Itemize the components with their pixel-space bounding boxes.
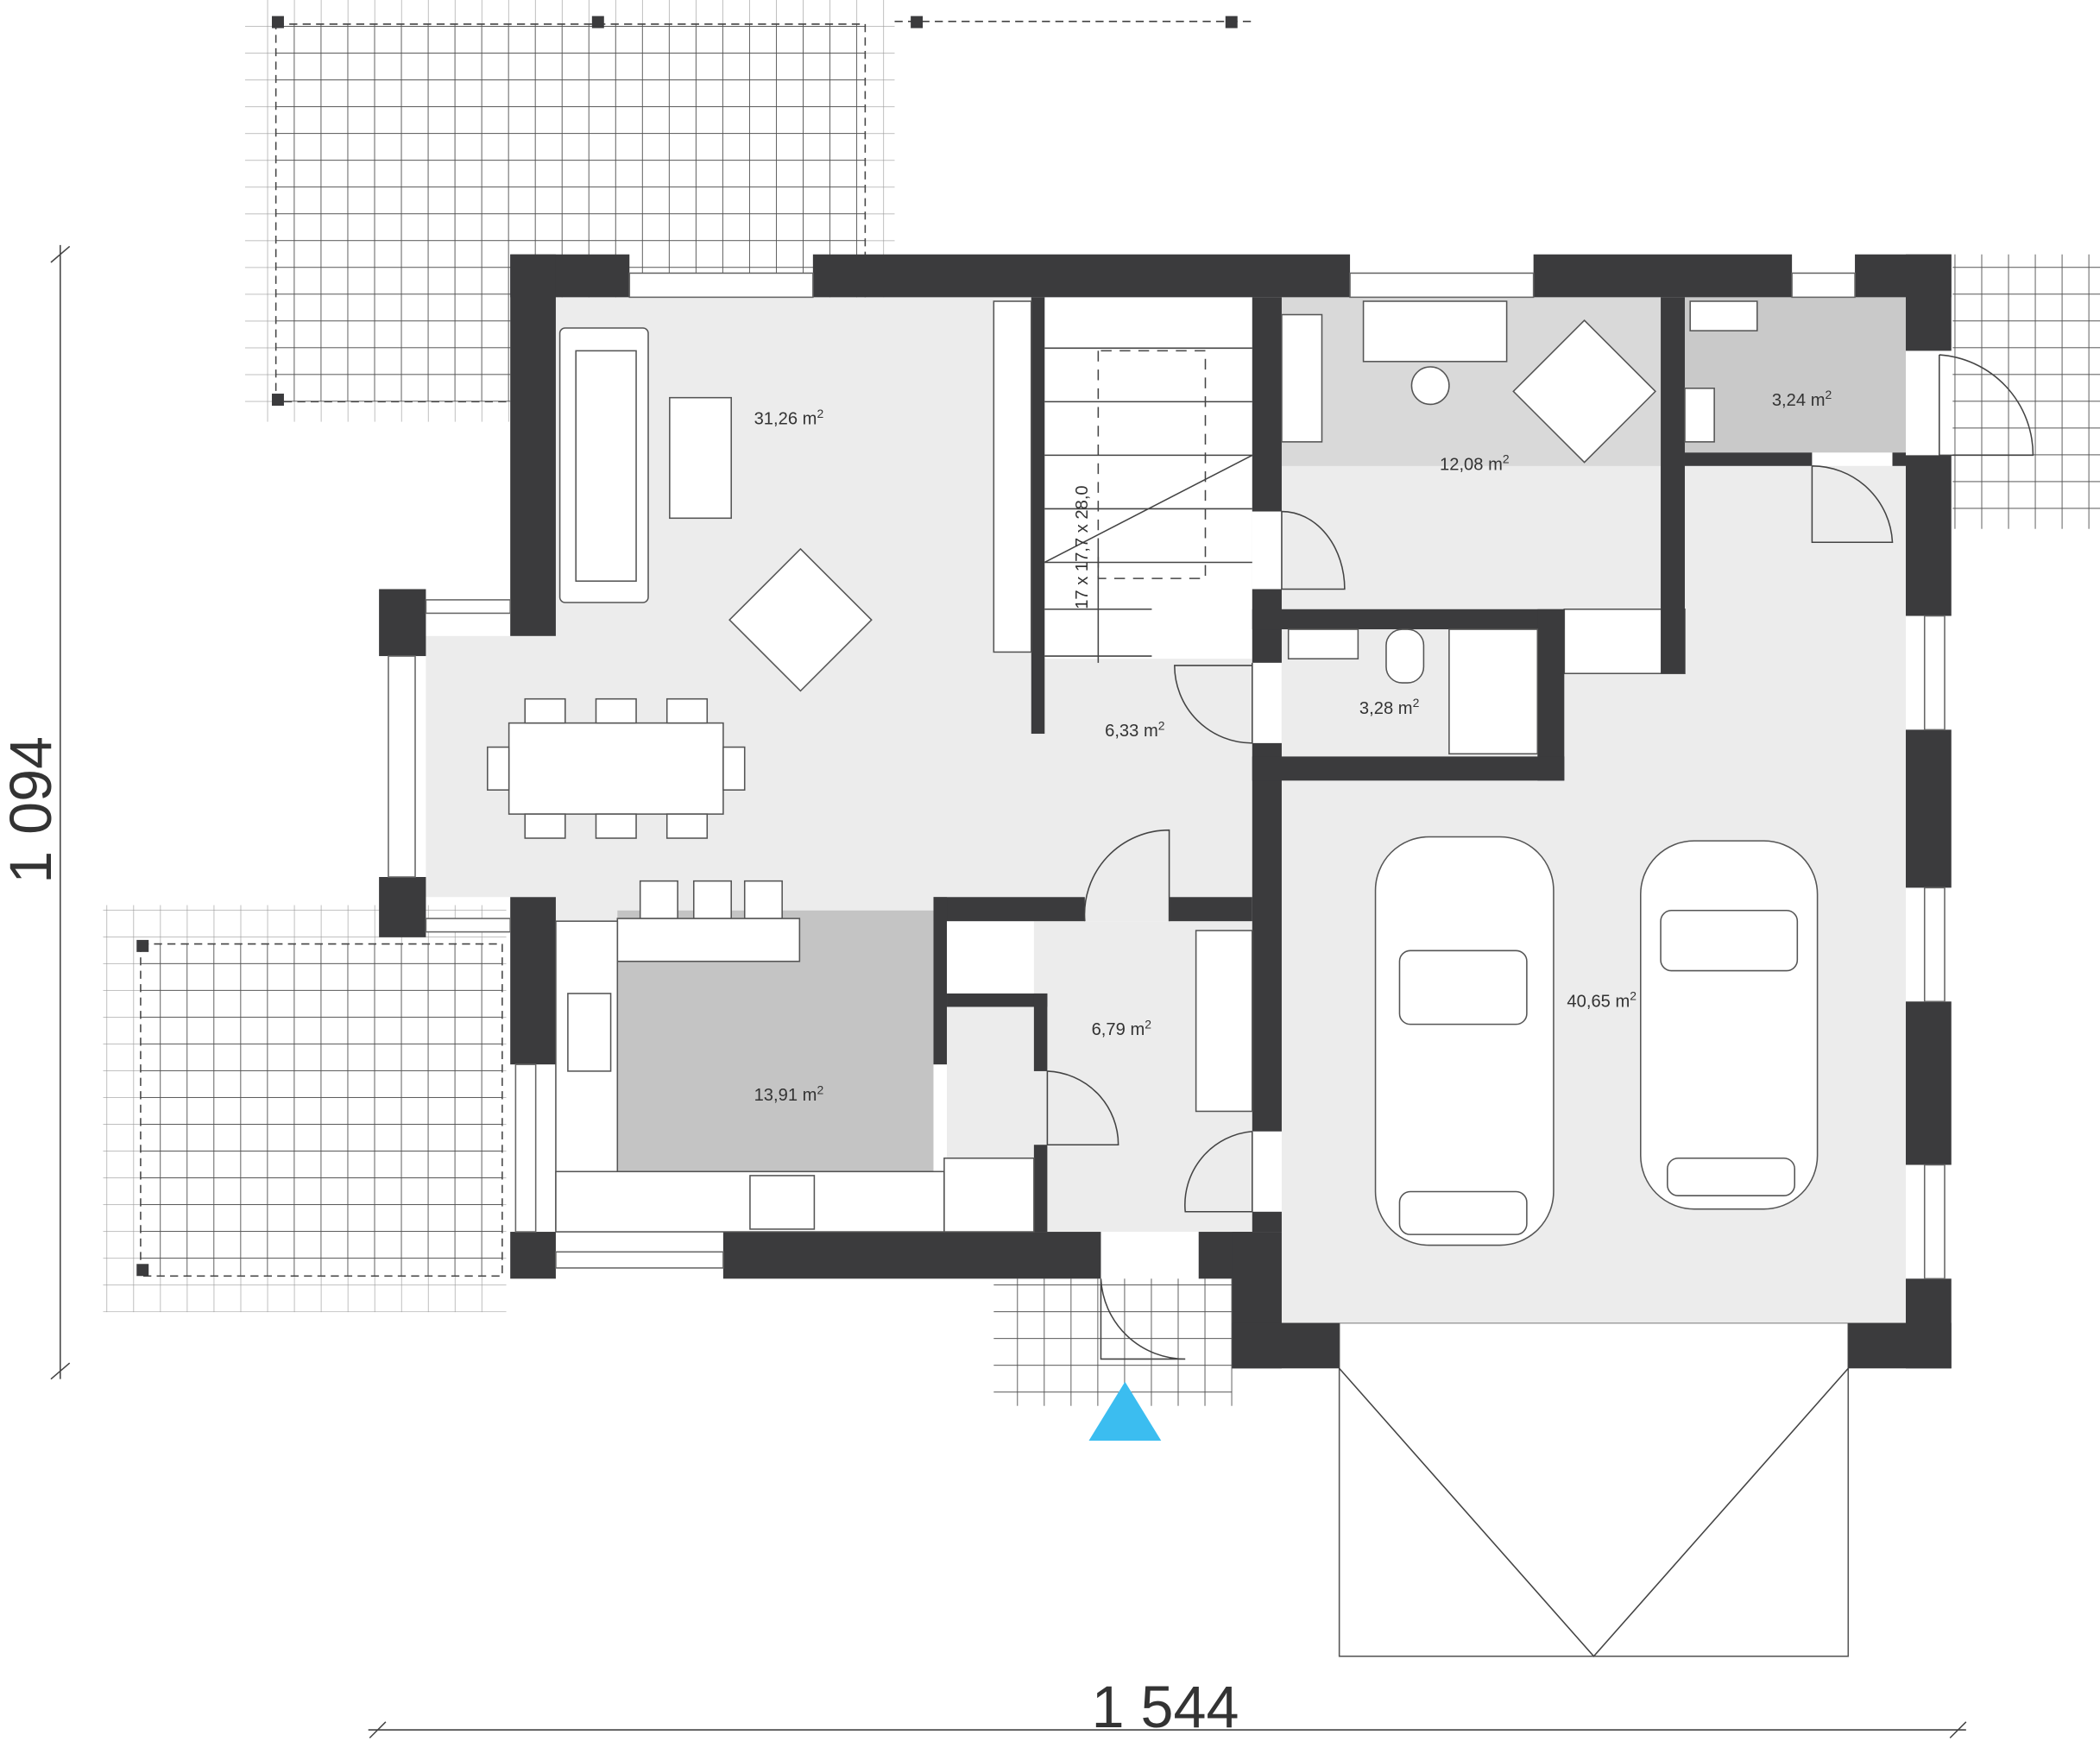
- room-area-living: 31,26 m2: [754, 407, 824, 429]
- terrace-right: [1952, 254, 2100, 529]
- doors: [1046, 354, 2034, 1360]
- room-area-hall: 6,33 m2: [1105, 718, 1165, 741]
- room-area-kitchen: 13,91 m2: [754, 1082, 824, 1105]
- walls: [379, 254, 1952, 1369]
- furniture: [487, 300, 1758, 1233]
- room-area-garage: 40,65 m2: [1567, 989, 1636, 1012]
- dimension-width: 1 544: [368, 1675, 1967, 1740]
- dimension-height: 1 094: [0, 244, 71, 1380]
- carport: [1338, 1322, 1850, 1657]
- room-area-office: 12,08 m2: [1440, 452, 1510, 475]
- stair-label: 17 x 17,7 x 28,0: [1073, 485, 1092, 609]
- terrace-left: [103, 905, 507, 1313]
- svg-text:1 094: 1 094: [0, 736, 64, 884]
- windows: [388, 272, 1945, 1280]
- floor-stair: [1044, 297, 1252, 659]
- room-area-vestibule: 6,79 m2: [1092, 1017, 1152, 1039]
- entrance-marker-icon: [1088, 1381, 1162, 1442]
- staircase: 17 x 17,7 x 28,0: [993, 300, 1253, 663]
- car-right: [1640, 840, 1819, 1210]
- room-labels: 31,26 m2 12,08 m2 3,24 m2 3,28 m2 6,33 m…: [754, 388, 1832, 1105]
- entrance-steps: [993, 1278, 1233, 1406]
- room-area-bathroom: 3,28 m2: [1359, 696, 1420, 718]
- room-area-wc: 3,24 m2: [1772, 388, 1832, 410]
- terrace-top: [244, 0, 1257, 422]
- car-left: [1374, 836, 1555, 1246]
- svg-text:1 544: 1 544: [1092, 1675, 1239, 1740]
